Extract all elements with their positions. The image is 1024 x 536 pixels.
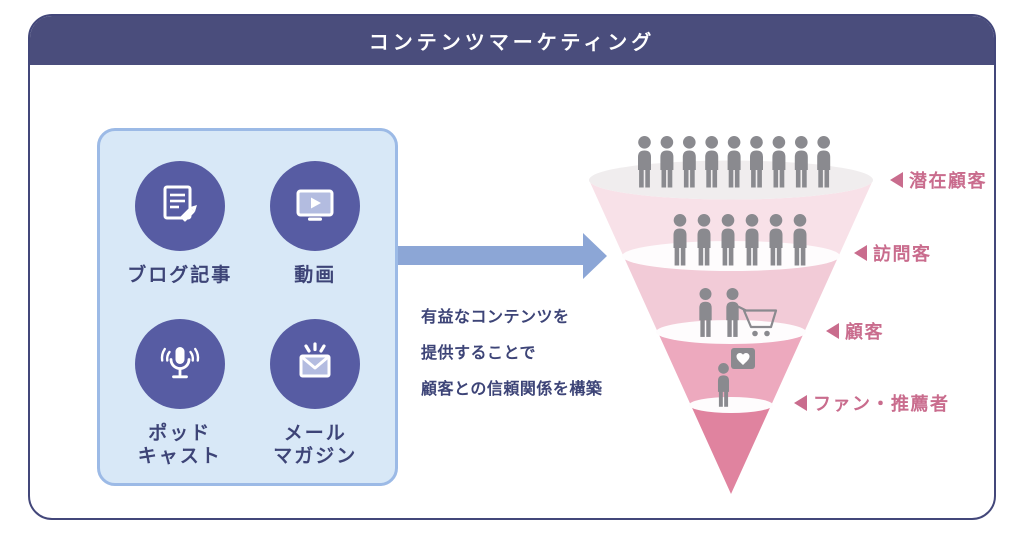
content-types-box: ブログ記事 動画 <box>97 128 398 486</box>
shopping-cart-icon <box>735 304 778 337</box>
video-icon <box>296 189 334 221</box>
level-marker-icon <box>854 245 867 261</box>
content-item-podcast: ポッド キャスト <box>112 319 248 473</box>
right-arrow-icon <box>398 233 607 279</box>
funnel-label-visitors: 訪問客 <box>854 242 932 264</box>
message-text: 有益なコンテンツを 提供することで 顧客との信頼関係を構築 <box>421 300 602 408</box>
video-circle <box>270 161 361 251</box>
level-marker-icon <box>890 172 903 188</box>
blog-article-icon <box>163 185 197 222</box>
page-title: コンテンツマーケティング <box>368 32 656 54</box>
funnel-label-potential-customers: 潜在顧客 <box>890 169 987 191</box>
header-bar: コンテンツマーケティング <box>30 16 994 65</box>
content-item-label: メール マガジン <box>273 423 358 467</box>
message-line: 提供することで <box>421 345 537 362</box>
funnel-label-customers: 顧客 <box>826 320 884 342</box>
level-marker-icon <box>826 323 839 339</box>
message-line: 顧客との信頼関係を構築 <box>421 381 603 398</box>
diagram-card: コンテンツマーケティング <box>28 14 996 520</box>
level-marker-icon <box>794 395 807 411</box>
content-item-mailmagazine: メール マガジン <box>248 319 384 473</box>
content-item-blog: ブログ記事 <box>112 161 248 319</box>
heart-bubble-icon <box>731 348 755 369</box>
content-item-label: 動画 <box>294 265 337 286</box>
mail-circle <box>270 319 361 409</box>
blog-circle <box>134 161 225 251</box>
funnel-level-4-ellipse <box>689 397 773 413</box>
content-item-label: ブログ記事 <box>127 265 233 286</box>
content-item-label: ポッド キャスト <box>137 423 222 467</box>
podcast-circle <box>134 319 225 409</box>
content-item-video: 動画 <box>248 161 384 319</box>
mail-magazine-icon <box>299 342 331 378</box>
message-line: 有益なコンテンツを <box>421 309 570 326</box>
marketing-funnel <box>589 136 873 494</box>
funnel-label-fans-advocates: ファン・推薦者 <box>794 392 950 414</box>
podcast-icon <box>160 347 199 379</box>
